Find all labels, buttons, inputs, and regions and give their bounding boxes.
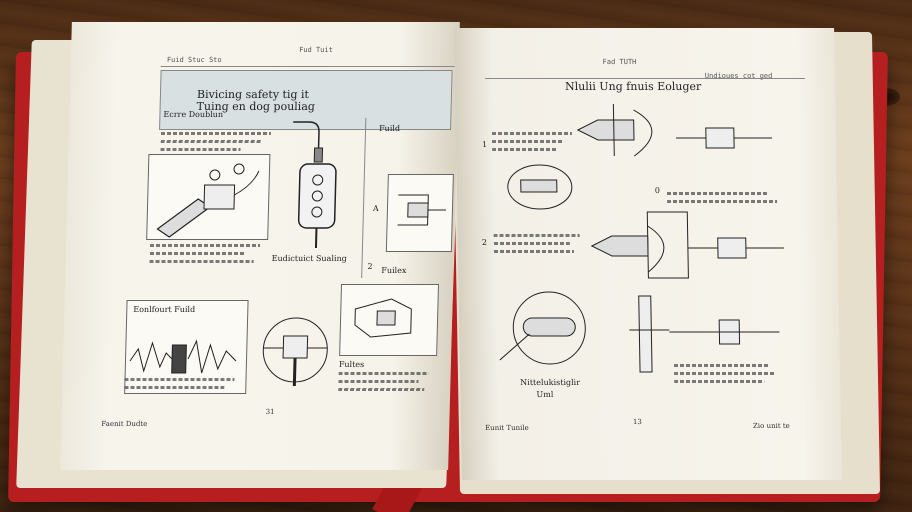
left-page-number: 31 bbox=[265, 408, 275, 416]
assembly-illustration bbox=[354, 298, 412, 338]
right-page-number: 13 bbox=[632, 418, 642, 426]
text-line bbox=[338, 372, 429, 375]
device-caption: Eudictuict Sualing bbox=[271, 254, 347, 263]
text-line bbox=[338, 388, 425, 391]
right-column-label-mid: Fuilex bbox=[381, 266, 407, 275]
fitting-side-view-top bbox=[675, 127, 772, 149]
text-line bbox=[124, 378, 235, 381]
text-line bbox=[493, 234, 580, 237]
fitting-illustration-top bbox=[576, 104, 653, 157]
marker-2-right: 2 bbox=[481, 238, 487, 247]
text-line bbox=[667, 200, 778, 203]
left-running-head: Fuid Stuc Sto bbox=[166, 56, 222, 64]
lower-right-label: Fultes bbox=[338, 360, 365, 369]
handheld-sensor-illustration bbox=[293, 121, 337, 248]
text-line bbox=[492, 148, 557, 151]
text-line bbox=[492, 140, 565, 143]
right-header-rule bbox=[484, 78, 805, 79]
column-divider bbox=[361, 118, 367, 278]
text-line bbox=[160, 148, 241, 151]
right-page-title: Nlulii Ung fnuis Eoluger bbox=[564, 80, 702, 93]
marker-0: 0 bbox=[654, 186, 661, 195]
right-running-head-center: Fad TUTH bbox=[602, 58, 637, 66]
left-running-head-center: Fud Tuit bbox=[299, 46, 333, 54]
text-line bbox=[666, 192, 767, 195]
fitting-side-view-middle bbox=[687, 237, 784, 259]
right-bottom-caption-1: Nittelukistiglir bbox=[520, 378, 581, 387]
text-line bbox=[149, 252, 246, 255]
text-line bbox=[160, 140, 261, 143]
marker-2-left: 2 bbox=[367, 262, 373, 271]
diagram-panel-probe bbox=[146, 154, 271, 240]
fitting-illustration-middle bbox=[590, 211, 689, 279]
text-line bbox=[673, 364, 770, 367]
connector-diagram bbox=[258, 310, 332, 390]
waveform-illustration bbox=[129, 339, 237, 374]
right-page-footer-left: Eunit Tunile bbox=[484, 424, 529, 432]
oval-probe-illustration bbox=[507, 164, 573, 210]
valve-illustration bbox=[397, 194, 446, 226]
right-page-footer-right: Zio unit te bbox=[752, 422, 790, 430]
text-line bbox=[149, 244, 261, 247]
left-page: Fuid Stuc Sto Fud Tuit Bivicing safety t… bbox=[60, 22, 460, 470]
right-bottom-caption-2: Uml bbox=[536, 390, 554, 399]
right-page: Fad TUTH Undioues cot ged Nlulii Ung fnu… bbox=[454, 28, 842, 480]
text-line bbox=[493, 250, 574, 253]
marker-1: 1 bbox=[482, 140, 488, 149]
diagram-panel-waveform: Eonlfourt Fuild bbox=[124, 300, 249, 394]
diagram-panel-assembly bbox=[339, 284, 440, 356]
text-line bbox=[124, 386, 225, 389]
right-column-label-top: Fuild bbox=[378, 124, 401, 133]
text-line bbox=[491, 132, 572, 135]
probe-illustration bbox=[156, 163, 260, 238]
text-line bbox=[160, 132, 271, 135]
text-line bbox=[674, 380, 765, 383]
text-line bbox=[493, 242, 570, 245]
pipe-assembly-illustration bbox=[629, 295, 780, 373]
diagram-panel-valve bbox=[385, 174, 454, 252]
text-line bbox=[338, 380, 419, 383]
sensor-disc-illustration bbox=[499, 291, 586, 365]
left-page-footer: Faenit Dudte bbox=[101, 420, 148, 428]
text-line bbox=[149, 260, 254, 263]
title-subtitle: Ecrre Doublun bbox=[163, 110, 224, 119]
header-rule bbox=[160, 66, 460, 67]
marker-a: A bbox=[372, 204, 379, 213]
text-line bbox=[674, 372, 775, 375]
connector-illustration bbox=[262, 317, 328, 386]
